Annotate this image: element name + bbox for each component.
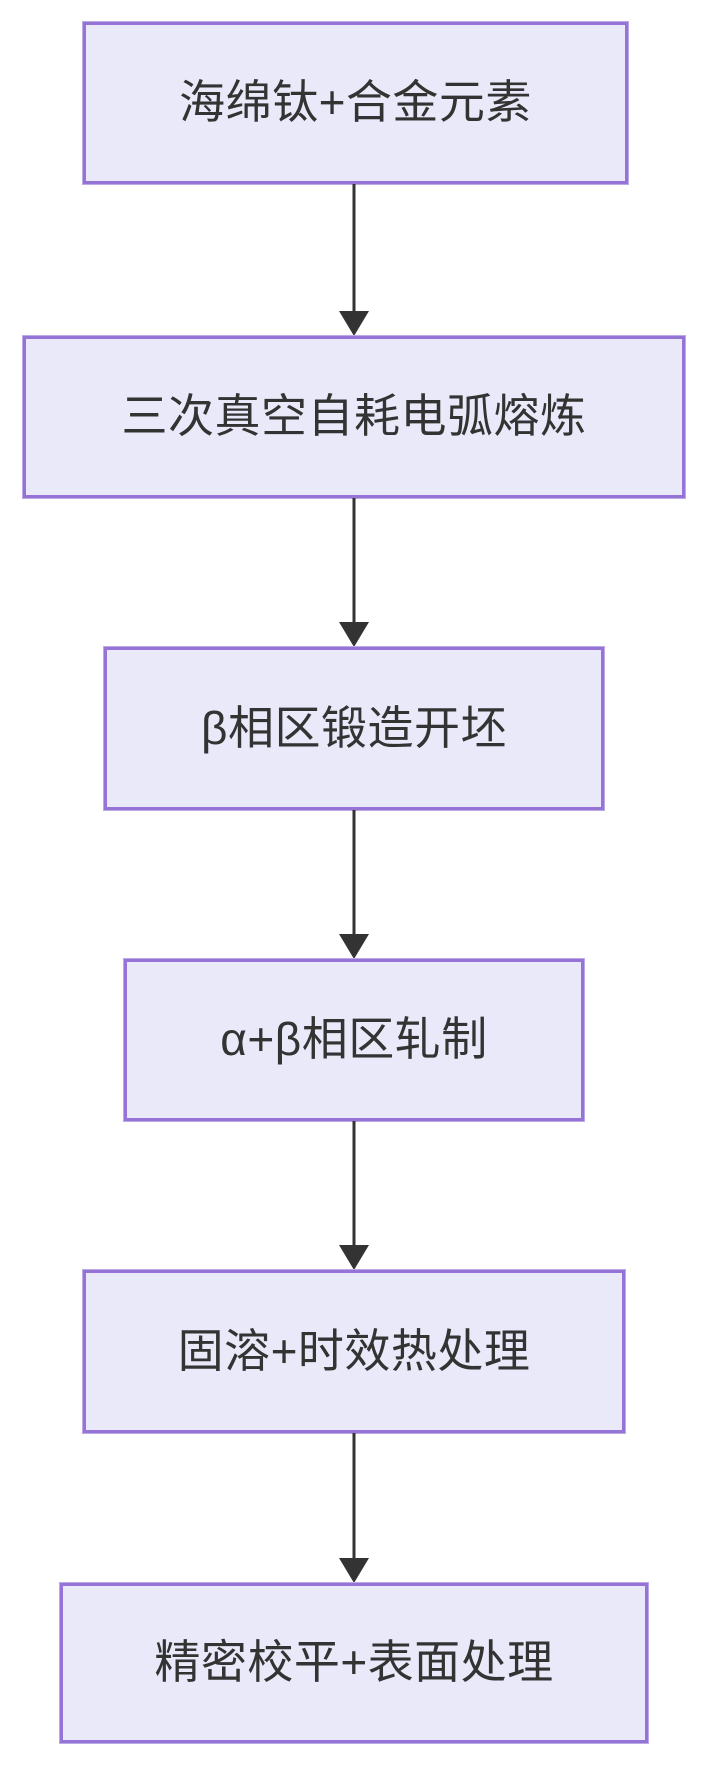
arrow-head-icon <box>339 311 369 336</box>
arrow-head-icon <box>339 622 369 647</box>
flow-node-sponge-titanium-alloy-elements: 海绵钛+合金元素 <box>83 22 628 184</box>
arrow-connector-3 <box>339 810 369 959</box>
node-label: 固溶+时效热处理 <box>177 1324 531 1377</box>
arrow-connector-5 <box>339 1433 369 1583</box>
arrow-head-icon <box>339 934 369 959</box>
node-label: 精密校平+表面处理 <box>154 1636 554 1689</box>
arrow-shaft <box>352 498 356 625</box>
arrow-shaft <box>352 810 356 937</box>
arrow-head-icon <box>339 1245 369 1270</box>
node-label: β相区锻造开坯 <box>201 701 507 754</box>
node-label: 海绵钛+合金元素 <box>179 76 532 129</box>
flow-node-alpha-beta-phase-rolling: α+β相区轧制 <box>124 959 584 1121</box>
flow-node-precision-leveling-surface-treatment: 精密校平+表面处理 <box>60 1583 648 1743</box>
arrow-connector-2 <box>339 498 369 647</box>
arrow-head-icon <box>339 1558 369 1583</box>
node-label: 三次真空自耗电弧熔炼 <box>121 390 587 443</box>
arrow-connector-1 <box>339 184 369 336</box>
arrow-shaft <box>352 1121 356 1248</box>
flow-node-solution-aging-heat-treatment: 固溶+时效热处理 <box>83 1270 625 1433</box>
arrow-connector-4 <box>339 1121 369 1270</box>
arrow-shaft <box>352 184 356 314</box>
arrow-shaft <box>352 1433 356 1561</box>
node-label: α+β相区轧制 <box>220 1013 488 1066</box>
flow-node-beta-phase-forging: β相区锻造开坯 <box>104 647 604 810</box>
flow-node-triple-vacuum-arc-melting: 三次真空自耗电弧熔炼 <box>23 336 685 498</box>
